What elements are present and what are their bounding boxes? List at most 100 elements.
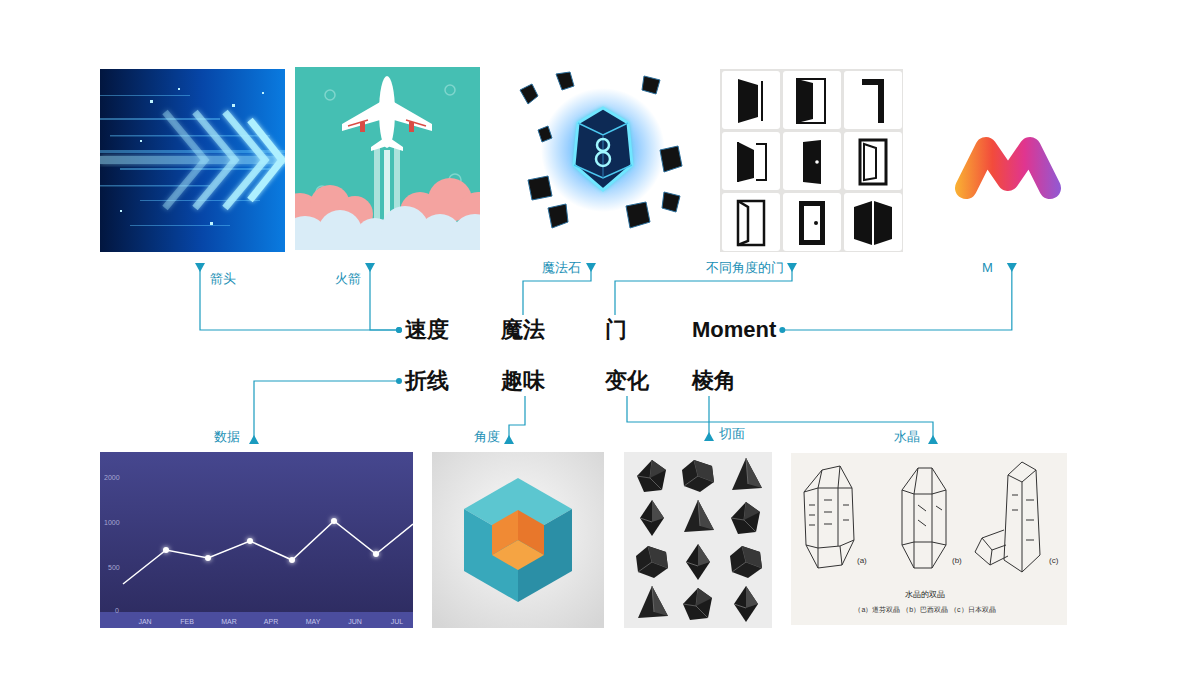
doors-image-part [854,201,892,245]
axis-label: APR [264,617,278,626]
axis-label: FEB [180,617,194,626]
doors-image-part-part [797,79,825,123]
quartz-drawing-image-part [804,462,1040,572]
speed-arrow-image-part-part [262,92,264,94]
axis-label: 0 [115,606,119,615]
axis-label: JUL [391,617,403,626]
speed-arrow-image-part-part [100,95,190,96]
leader-line [708,396,709,436]
facet-crystals-image-part [731,502,760,534]
line-chart-image-part [163,518,379,563]
keyword-text: 变化 [605,368,649,394]
arrow-head [195,263,205,272]
magic-stone-image-part [520,72,682,228]
doors-image-part-part [722,193,780,251]
image-caption-box: 不同角度的门 [705,260,785,276]
quartz-drawing-image-part-part [902,490,946,545]
plane-image-part-part [374,145,380,225]
keyword-box: 棱角 [692,368,736,394]
doors-image-part-part [738,142,754,182]
facet-crystals-image [624,452,772,628]
quartz-drawing-image-part [791,453,1067,625]
image-caption-box: 火箭 [334,271,362,287]
m-logo-image [966,148,1050,188]
quartz-drawing-image-part-part [804,488,852,492]
magic-stone-image-part-part [538,126,552,142]
quartz-drawing-image-part-part [982,538,1006,565]
plane-image-part [409,122,414,132]
line-chart-image-part-part [373,551,379,557]
facet-crystals-image-part [624,452,772,628]
magic-stone-image-part-part [660,146,682,172]
figure-label: (b) [952,556,962,566]
facet-crystals-image-part [734,586,758,622]
doors-image-part-part [722,132,780,190]
facet-crystals-image-part [730,546,762,578]
doors-image-part-part [815,160,819,164]
doors-image-part-part [783,193,841,251]
line-chart-image [100,452,413,628]
plane-image-part-part [325,90,335,100]
line-chart-image-part-part [247,538,253,544]
figure-label: (c) [1049,556,1058,566]
axis-label: MAY [306,617,321,626]
speed-arrow-image [100,69,285,252]
doors-image-part [862,79,884,123]
doors-image-part [738,142,766,182]
quartz-drawing-image-part-part [902,468,946,568]
speed-arrow-image-part-part [250,120,282,200]
facet-crystals-image-part [732,458,762,490]
keyword-box: 变化 [605,368,649,394]
figure-caption: （a）道芬双晶 （b）巴西双晶 （c）日本双晶 [854,605,995,614]
arrow-head [249,435,259,444]
keyword-text: 门 [605,317,627,343]
quartz-drawing-image [791,453,1067,625]
magic-stone-image-part [541,88,665,212]
line-chart-image-part-part [331,518,337,524]
connector-dot [779,327,785,333]
leader-line [370,268,399,330]
caption-text: 角度 [474,429,500,445]
cube-image [432,452,604,628]
magic-stone-image-part-part [548,204,568,228]
leader-line [254,381,399,439]
speed-arrow-image-part-part [178,88,180,90]
caption-text: M [982,260,993,276]
quartz-drawing-image-part-part [1012,495,1034,540]
speed-arrow-image-part-part [100,185,210,187]
connector-group [195,263,402,333]
quartz-drawing-image-part-part [806,540,854,548]
doors-image-part-part [783,132,841,190]
keyword-text: 折线 [405,368,449,394]
doors-image-part-part [761,81,763,121]
keyword-text: 速度 [405,317,449,343]
magic-stone-image-part [578,123,628,135]
speed-arrow-image-part [120,88,264,225]
magic-stone-image-part-part [662,192,680,212]
arrow-head [704,432,714,441]
speed-arrow-image-part-part [210,222,213,225]
doors-image-part [738,79,762,123]
quartz-drawing-image-part-part [1004,462,1040,572]
magic-stone-image-part [597,139,609,151]
keyword-text: 棱角 [692,368,736,394]
plane-image-part-part [295,238,480,250]
leader-line [200,268,399,330]
image-caption-box: 魔法石 [541,260,582,276]
doors-image-part-part [844,193,902,251]
plane-image-part [406,120,426,126]
speed-arrow-image-part-part [150,100,153,103]
cube-image-part [432,452,604,628]
doors-image-part [722,71,902,251]
doors-image-part-part [804,206,820,240]
speed-arrow-image-part-part [120,210,122,212]
speed-arrow-image-part-part [140,140,142,142]
doors-image-part [720,69,903,252]
doors-image-part-part [844,132,902,190]
doors-image-part [797,79,825,123]
doors-image-part [860,140,886,184]
leader-line [627,396,933,439]
image-caption-box: 切面 [718,426,746,442]
magic-stone-image-part-part [626,202,650,228]
